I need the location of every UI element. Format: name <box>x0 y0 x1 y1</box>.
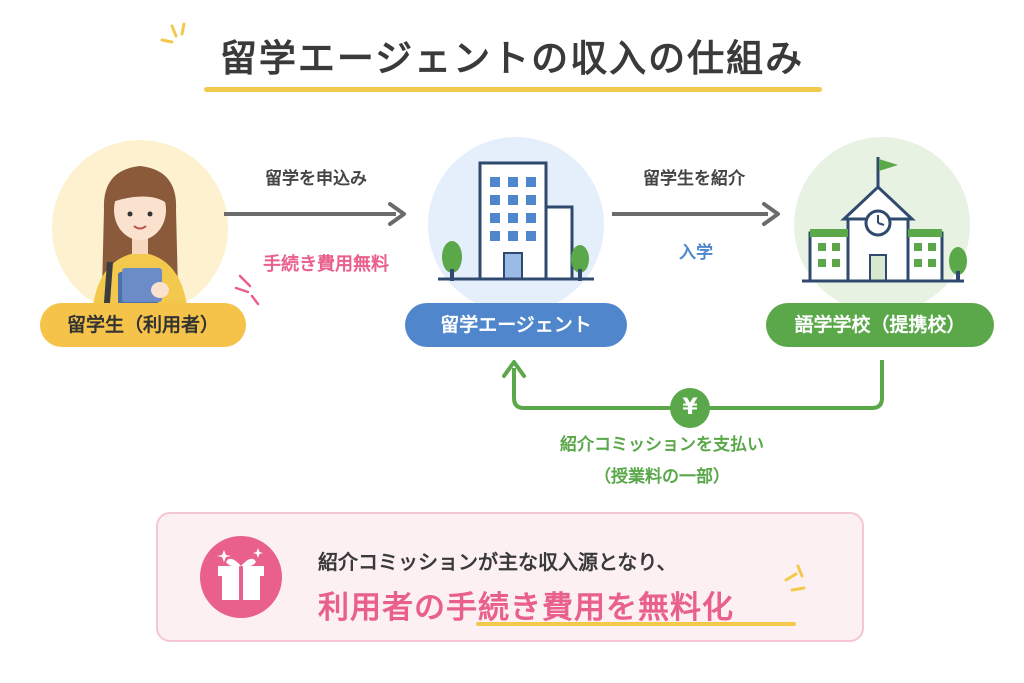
agent-node-label: 留学エージェント <box>405 303 627 347</box>
tuition-part-label: （授業料の一部） <box>594 467 730 487</box>
sparkle-icon <box>160 22 186 44</box>
enroll-label: 入学 <box>679 243 713 263</box>
introduce-label: 留学生を紹介 <box>643 169 745 189</box>
page-title: 留学エージェントの収入の仕組み <box>219 37 805 80</box>
school-node-label: 語学学校（提携校） <box>766 303 994 347</box>
sparkle-icon <box>784 564 806 592</box>
commission-label: 紹介コミッションを支払い <box>560 435 764 455</box>
apply-label: 留学を申込み <box>265 169 367 189</box>
gift-icon <box>200 536 282 618</box>
summary-line-1: 紹介コミッションが主な収入源となり、 <box>318 550 677 574</box>
student-icon <box>92 166 188 317</box>
student-node-label: 留学生（利用者） <box>40 303 246 347</box>
yen-icon: ¥ <box>670 388 710 428</box>
school-building-icon <box>802 157 967 283</box>
office-building-icon <box>438 161 594 281</box>
summary-underline <box>476 622 796 626</box>
free-fee-label: 手続き費用無料 <box>263 254 389 275</box>
summary-line-2: 利用者の手続き費用を無料化 <box>318 590 734 626</box>
title-underline <box>204 87 822 92</box>
